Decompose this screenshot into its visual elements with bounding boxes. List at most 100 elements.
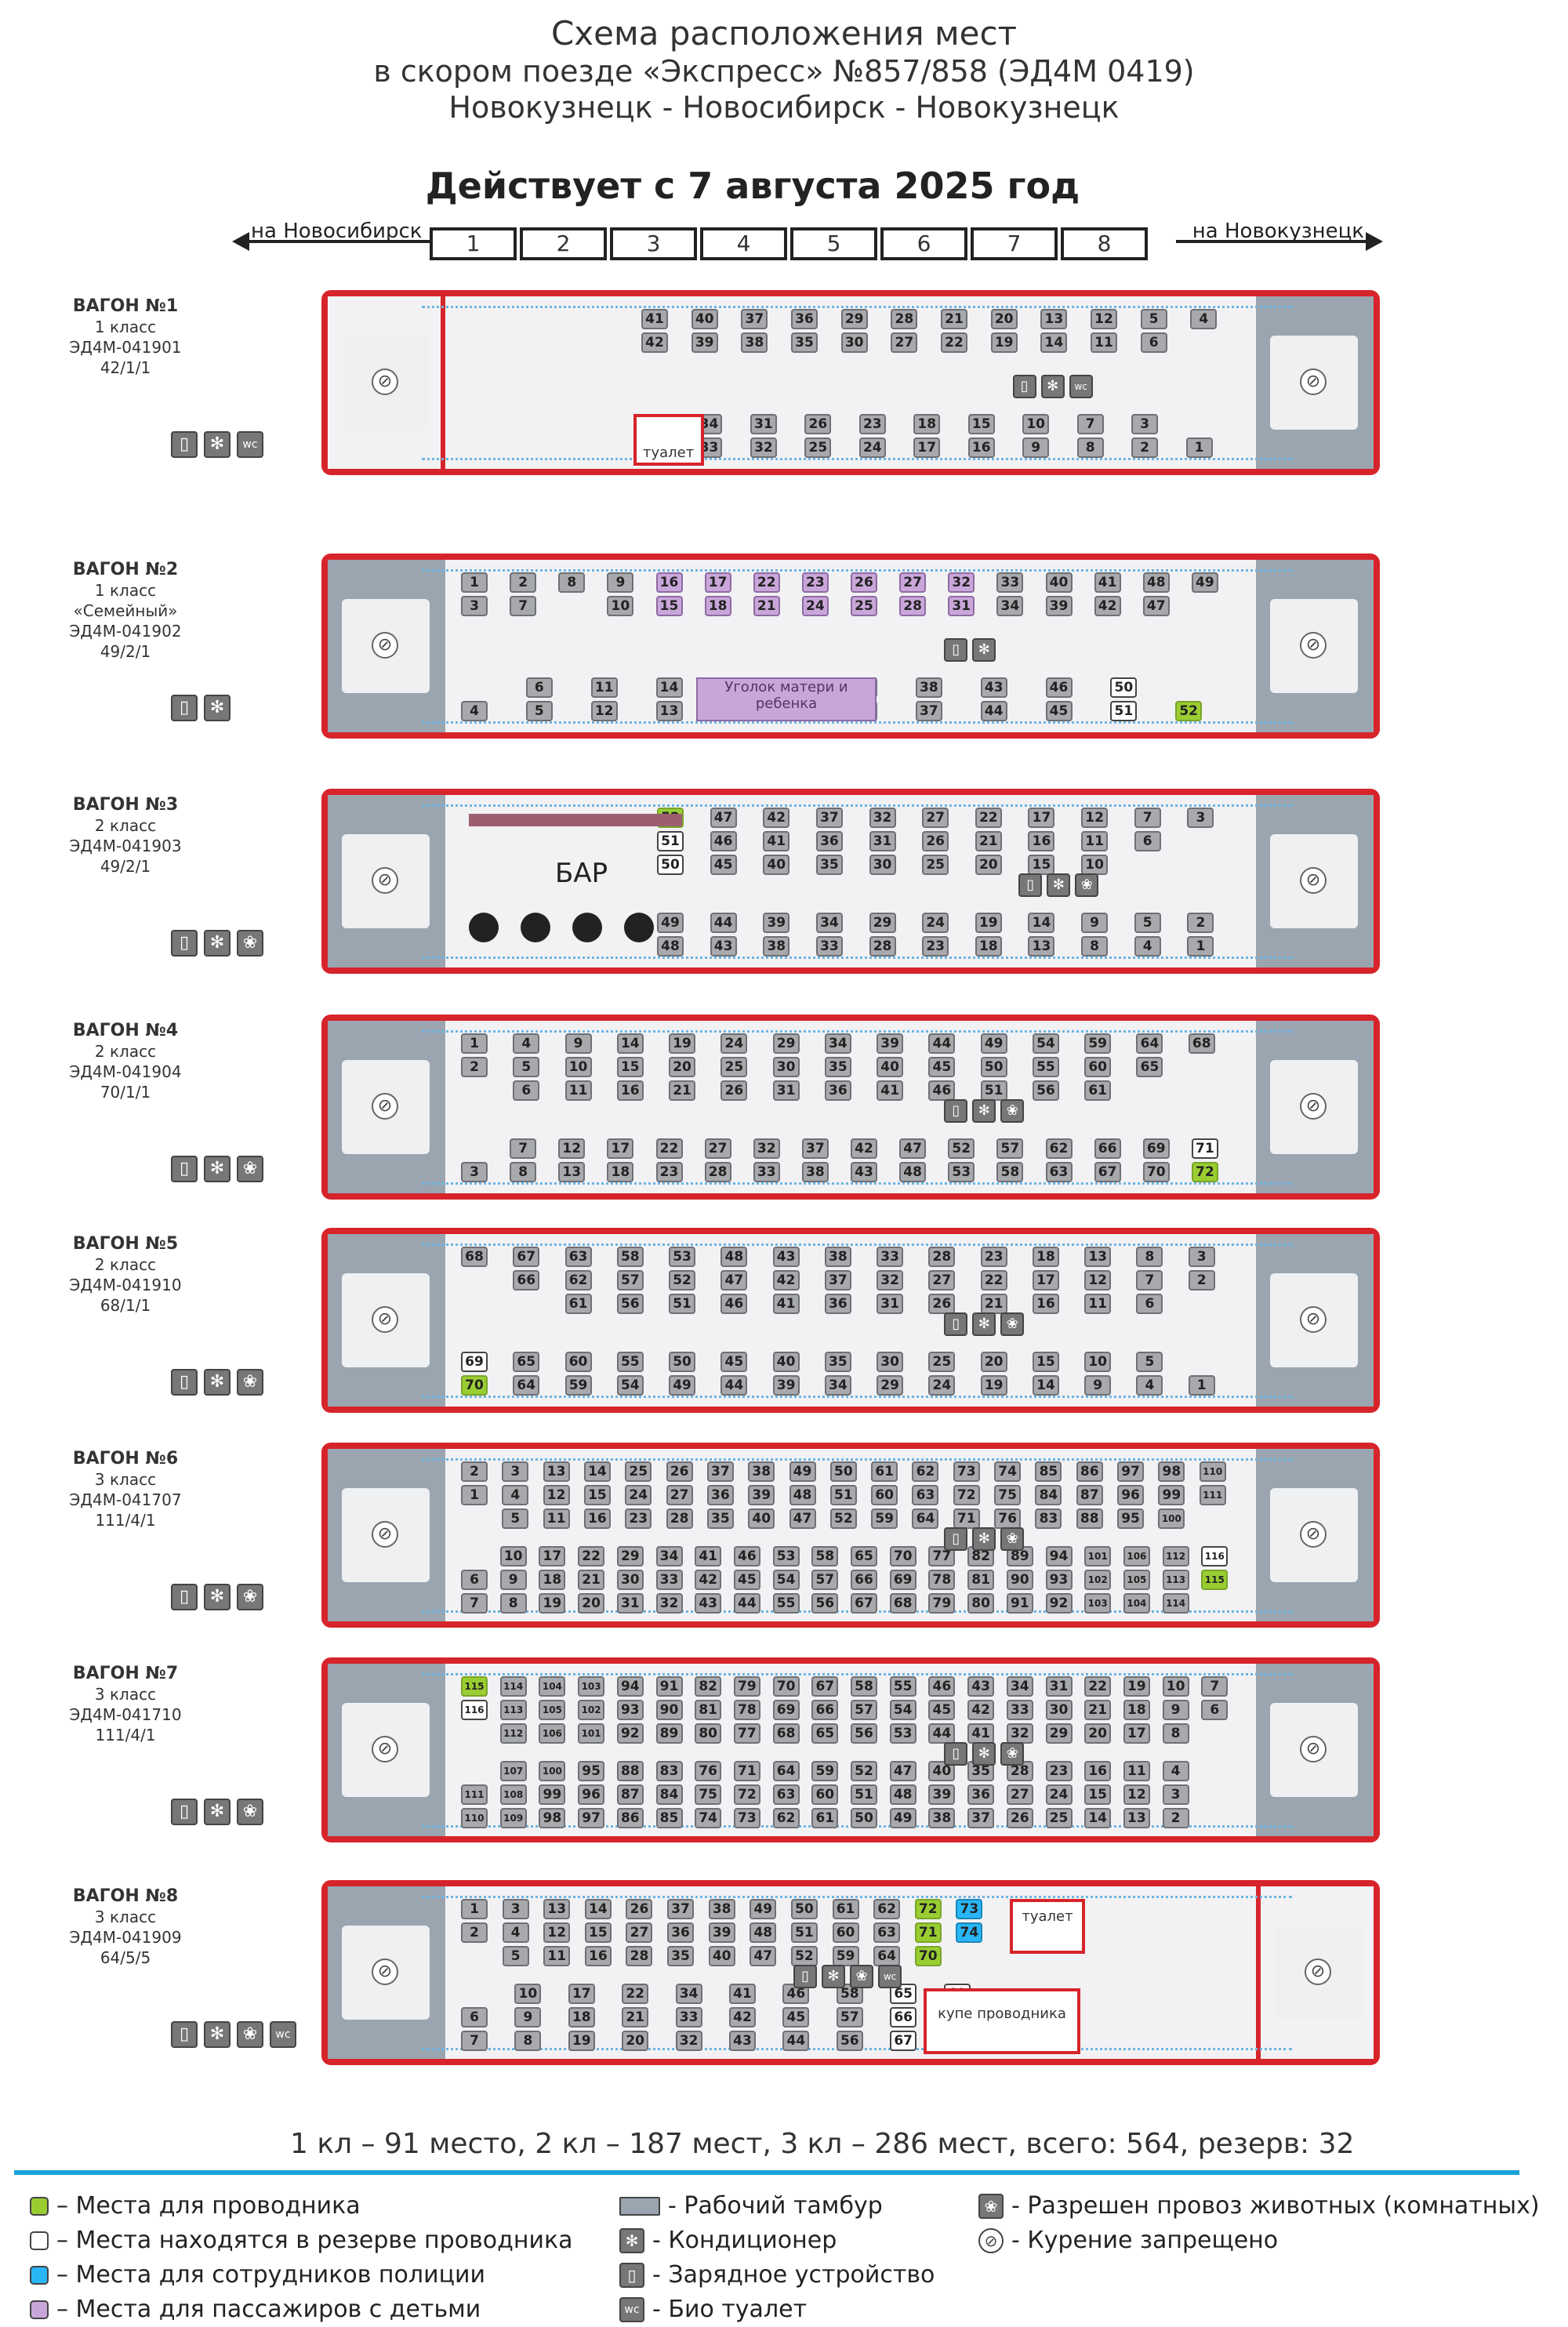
seat-53[interactable]: 53	[889, 1723, 916, 1744]
seat-18[interactable]: 18	[568, 2007, 595, 2028]
seat-39[interactable]: 39	[772, 1375, 800, 1396]
seat-7[interactable]: 7	[1136, 1270, 1163, 1291]
seat-84[interactable]: 84	[655, 1784, 683, 1805]
seat-33[interactable]: 33	[877, 1247, 904, 1267]
seat-73[interactable]: 73	[733, 1808, 760, 1828]
seat-58[interactable]: 58	[851, 1676, 877, 1697]
seat-41[interactable]: 41	[763, 831, 790, 851]
seat-5[interactable]: 5	[502, 1946, 529, 1966]
seat-8[interactable]: 8	[1081, 936, 1109, 957]
seat-91[interactable]: 91	[655, 1676, 683, 1697]
seat-74[interactable]: 74	[956, 1922, 983, 1943]
seat-48[interactable]: 48	[750, 1922, 777, 1943]
seat-99[interactable]: 99	[539, 1784, 566, 1805]
seat-23[interactable]: 23	[625, 1508, 652, 1529]
seat-42[interactable]: 42	[763, 808, 790, 828]
seat-104[interactable]: 104	[1123, 1593, 1150, 1614]
seat-78[interactable]: 78	[733, 1700, 760, 1720]
seat-66[interactable]: 66	[513, 1270, 540, 1291]
seat-1[interactable]: 1	[461, 1485, 488, 1505]
seat-16[interactable]: 16	[967, 437, 995, 458]
seat-36[interactable]: 36	[815, 831, 843, 851]
seat-67[interactable]: 67	[811, 1676, 839, 1697]
seat-37[interactable]: 37	[915, 701, 942, 721]
seat-46[interactable]: 46	[710, 831, 737, 851]
seat-5[interactable]: 5	[513, 1057, 540, 1077]
seat-31[interactable]: 31	[750, 414, 777, 434]
seat-32[interactable]: 32	[1006, 1723, 1033, 1744]
seat-24[interactable]: 24	[858, 437, 886, 458]
seat-14[interactable]: 14	[584, 1899, 612, 1919]
seat-5[interactable]: 5	[502, 1508, 529, 1529]
seat-28[interactable]: 28	[891, 309, 918, 329]
seat-63[interactable]: 63	[1045, 1162, 1073, 1182]
seat-80[interactable]: 80	[695, 1723, 722, 1744]
seat-89[interactable]: 89	[655, 1723, 683, 1744]
seat-20[interactable]: 20	[1084, 1723, 1112, 1744]
seat-15[interactable]: 15	[616, 1057, 644, 1077]
seat-28[interactable]: 28	[899, 596, 927, 616]
seat-19[interactable]: 19	[568, 2031, 595, 2051]
seat-76[interactable]: 76	[695, 1761, 722, 1781]
seat-5[interactable]: 5	[1136, 1352, 1163, 1372]
seat-25[interactable]: 25	[928, 1352, 956, 1372]
seat-97[interactable]: 97	[578, 1808, 605, 1828]
seat-44[interactable]: 44	[782, 2031, 810, 2051]
seat-19[interactable]: 19	[539, 1593, 566, 1614]
seat-25[interactable]: 25	[804, 437, 832, 458]
seat-23[interactable]: 23	[1045, 1761, 1073, 1781]
seat-47[interactable]: 47	[1142, 596, 1170, 616]
seat-27[interactable]: 27	[626, 1922, 653, 1943]
seat-21[interactable]: 21	[622, 2007, 649, 2028]
seat-7[interactable]: 7	[510, 596, 537, 616]
seat-69[interactable]: 69	[889, 1570, 916, 1590]
seat-40[interactable]: 40	[763, 855, 790, 875]
seat-63[interactable]: 63	[873, 1922, 901, 1943]
seat-53[interactable]: 53	[772, 1546, 800, 1566]
seat-100[interactable]: 100	[539, 1761, 566, 1781]
seat-11[interactable]: 11	[543, 1508, 570, 1529]
seat-71[interactable]: 71	[953, 1508, 980, 1529]
seat-42[interactable]: 42	[772, 1270, 800, 1291]
seat-70[interactable]: 70	[889, 1546, 916, 1566]
seat-108[interactable]: 108	[499, 1784, 527, 1805]
seat-16[interactable]: 16	[584, 1946, 612, 1966]
seat-61[interactable]: 61	[811, 1808, 839, 1828]
seat-42[interactable]: 42	[967, 1700, 995, 1720]
seat-75[interactable]: 75	[994, 1485, 1022, 1505]
seat-7[interactable]: 7	[1076, 414, 1104, 434]
seat-6[interactable]: 6	[1134, 831, 1161, 851]
seat-65[interactable]: 65	[890, 1984, 917, 2004]
seat-18[interactable]: 18	[1123, 1700, 1150, 1720]
seat-27[interactable]: 27	[928, 1270, 956, 1291]
seat-114[interactable]: 114	[499, 1676, 527, 1697]
seat-22[interactable]: 22	[1084, 1676, 1112, 1697]
seat-39[interactable]: 39	[928, 1784, 956, 1805]
seat-3[interactable]: 3	[1188, 1247, 1215, 1267]
seat-5[interactable]: 5	[525, 701, 553, 721]
seat-33[interactable]: 33	[675, 2007, 702, 2028]
seat-106[interactable]: 106	[539, 1723, 566, 1744]
seat-11[interactable]: 11	[1091, 332, 1117, 353]
seat-32[interactable]: 32	[675, 2031, 702, 2051]
seat-23[interactable]: 23	[655, 1162, 683, 1182]
seat-95[interactable]: 95	[1117, 1508, 1145, 1529]
seat-50[interactable]: 50	[669, 1352, 696, 1372]
seat-59[interactable]: 59	[1084, 1033, 1112, 1054]
seat-15[interactable]: 15	[583, 1485, 611, 1505]
seat-11[interactable]: 11	[564, 1080, 592, 1101]
seat-19[interactable]: 19	[669, 1033, 696, 1054]
seat-99[interactable]: 99	[1158, 1485, 1185, 1505]
seat-47[interactable]: 47	[750, 1946, 777, 1966]
seat-51[interactable]: 51	[1110, 701, 1138, 721]
seat-38[interactable]: 38	[824, 1247, 851, 1267]
seat-16[interactable]: 16	[1032, 1294, 1059, 1314]
seat-1[interactable]: 1	[461, 1033, 488, 1054]
seat-19[interactable]: 19	[1123, 1676, 1150, 1697]
seat-53[interactable]: 53	[669, 1247, 696, 1267]
seat-40[interactable]: 40	[691, 309, 718, 329]
seat-27[interactable]: 27	[666, 1485, 693, 1505]
seat-55[interactable]: 55	[1032, 1057, 1059, 1077]
seat-6[interactable]: 6	[1136, 1294, 1163, 1314]
seat-29[interactable]: 29	[877, 1375, 904, 1396]
